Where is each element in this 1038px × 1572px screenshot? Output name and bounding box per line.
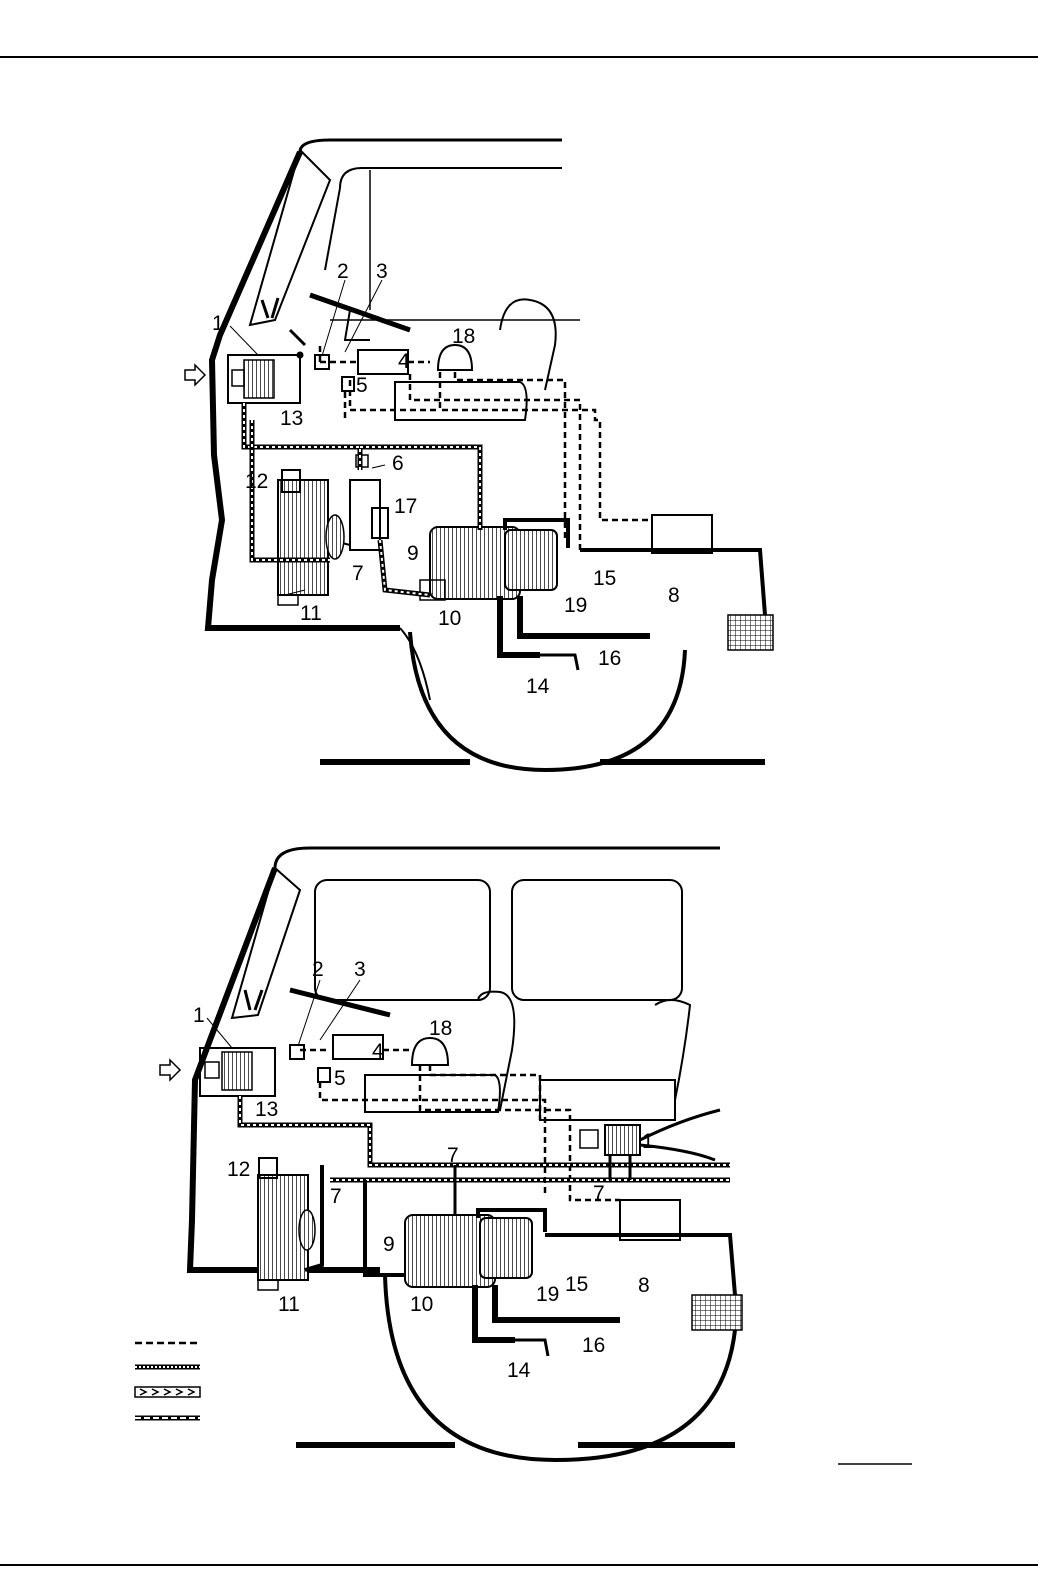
- diagram-1-callout-8: 8: [668, 584, 680, 607]
- diagram-vehicle-1: [184, 138, 774, 773]
- diagram-2-callout-7: 8: [638, 1274, 650, 1297]
- diagram-1-callout-14: 14: [526, 675, 550, 698]
- diagram-2-callout-11: 12: [227, 1158, 250, 1181]
- diagram-2-callout-13: 14: [507, 1359, 531, 1382]
- diagram-1-callout-13: 13: [280, 407, 303, 430]
- diagram-2-callout-3: 3: [354, 958, 366, 981]
- diagram-1-callout-6: 6: [392, 452, 404, 475]
- diagram-1-callout-19: 19: [564, 594, 587, 617]
- diagram-2-callout-4: 4: [372, 1040, 384, 1063]
- diagram-2-callout-17: 19: [536, 1283, 559, 1306]
- diagram-1-callout-16: 16: [598, 647, 621, 670]
- diagram-2-callout-19: 7: [447, 1144, 459, 1167]
- legend-sample-triangle-band: [134, 1386, 201, 1398]
- header-rule: [0, 56, 1038, 58]
- diagram-2-callout-9: 10: [410, 1293, 433, 1316]
- diagram-2-callout-20: 7: [593, 1182, 605, 1205]
- diagram-1-callout-10: 10: [438, 607, 461, 630]
- diagram-2-callout-16: 18: [429, 1017, 452, 1040]
- diagram-1-callout-11: 11: [300, 602, 322, 625]
- diagram-2-callout-5: 5: [334, 1067, 346, 1090]
- diagram-vehicle-2: [159, 846, 912, 1465]
- footer-rule: [0, 1564, 1038, 1566]
- diagram-1-callout-7: 7: [352, 562, 364, 585]
- diagram-2-callout-6: 7: [330, 1185, 342, 1208]
- diagram-2-callout-1: 1: [193, 1004, 205, 1027]
- diagram-1-callout-12: 12: [245, 470, 268, 493]
- diagram-1-callout-3: 3: [376, 260, 388, 283]
- diagram-2-callout-15: 16: [582, 1334, 605, 1357]
- diagram-2-callout-12: 13: [255, 1098, 278, 1121]
- diagram-1-callout-5: 5: [356, 374, 368, 397]
- diagram-1-callout-1: 1: [212, 312, 224, 335]
- legend: [134, 1341, 201, 1421]
- diagram-1-callout-18: 18: [452, 325, 475, 348]
- diagram-1-callout-15: 15: [593, 567, 616, 590]
- diagram-2-callout-14: 15: [565, 1273, 588, 1296]
- diagram-2-callout-8: 9: [383, 1233, 395, 1256]
- diagram-1-callout-4: 4: [398, 350, 410, 373]
- diagram-1-callout-17: 17: [394, 495, 417, 518]
- diagram-2-callout-18: 1: [642, 1130, 654, 1153]
- diagram-2-callout-2: 2: [312, 958, 324, 981]
- diagram-1-callout-9: 9: [407, 542, 419, 565]
- diagram-2-callout-10: 11: [278, 1293, 300, 1316]
- diagram-1-callout-2: 2: [337, 260, 349, 283]
